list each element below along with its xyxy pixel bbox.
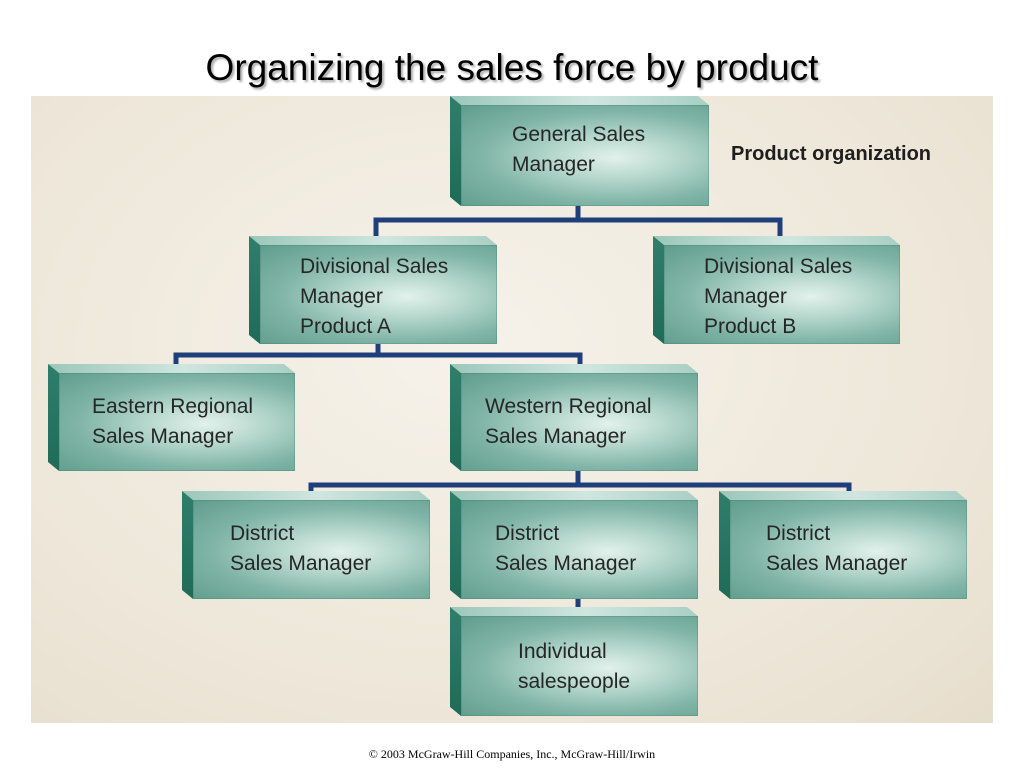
box-bevel: [182, 491, 430, 500]
node-label: District Sales Manager: [230, 519, 422, 579]
node-line: District: [230, 522, 295, 545]
node-line: District: [495, 522, 560, 545]
box-bevel: [450, 364, 698, 373]
box-edge: [719, 491, 730, 599]
box-face: [461, 373, 698, 471]
box-edge: [450, 96, 461, 206]
box-bevel: [719, 491, 967, 500]
box-bevel: [450, 607, 698, 616]
box-bevel: [249, 236, 497, 245]
edge-general-to-divisionals: [373, 203, 783, 241]
node-line: General Sales: [512, 123, 646, 146]
node-label: Western Regional Sales Manager: [485, 392, 690, 452]
box-edge: [450, 607, 461, 716]
node-line: Product A: [300, 315, 392, 338]
node-district-2: District Sales Manager: [450, 491, 698, 599]
slide-title: Organizing the sales force by product: [205, 47, 819, 88]
node-individual-salespeople: Individual salespeople: [450, 607, 698, 716]
box-face: [59, 373, 295, 471]
org-chart-panel: General Sales Manager Product organizati…: [31, 96, 993, 723]
edge-western-to-districts: [308, 469, 852, 499]
node-western-regional: Western Regional Sales Manager: [450, 364, 698, 471]
node-label: General Sales Manager: [512, 120, 701, 180]
node-line: Western Regional: [485, 395, 652, 418]
node-label: District Sales Manager: [766, 519, 959, 579]
node-line: Sales Manager: [766, 552, 908, 575]
node-line: Product B: [704, 315, 797, 338]
node-line: Divisional Sales: [704, 255, 853, 278]
box-bevel: [450, 96, 709, 105]
copyright-footer: © 2003 McGraw-Hill Companies, Inc., McGr…: [368, 747, 656, 761]
box-bevel: [653, 236, 900, 245]
node-line: salespeople: [518, 670, 631, 693]
node-label: Divisional Sales Manager Product B: [704, 252, 892, 342]
box-edge: [182, 491, 193, 599]
node-line: Sales Manager: [485, 425, 627, 448]
node-label: District Sales Manager: [495, 519, 690, 579]
node-eastern-regional: Eastern Regional Sales Manager: [48, 364, 295, 471]
box-face: [664, 245, 900, 344]
node-label: Divisional Sales Manager Product A: [300, 252, 489, 342]
diagram-label: Product organization: [731, 143, 931, 165]
box-edge: [653, 236, 664, 344]
node-line: Sales Manager: [92, 425, 234, 448]
node-divisional-product-a: Divisional Sales Manager Product A: [249, 236, 497, 344]
node-line: District: [766, 522, 831, 545]
node-line: Sales Manager: [230, 552, 372, 575]
box-face: [260, 245, 497, 344]
node-line: Manager: [300, 285, 383, 308]
box-face: [730, 500, 967, 599]
node-line: Sales Manager: [495, 552, 637, 575]
box-face: [461, 616, 698, 716]
node-label: Individual salespeople: [518, 637, 690, 697]
connector-lines: [173, 203, 852, 615]
node-line: Individual: [518, 640, 607, 663]
box-edge: [450, 364, 461, 471]
box-face: [461, 105, 709, 206]
box-edge: [450, 491, 461, 599]
node-district-1: District Sales Manager: [182, 491, 430, 599]
box-bevel: [48, 364, 295, 373]
node-divisional-product-b: Divisional Sales Manager Product B: [653, 236, 900, 344]
node-general-sales-manager: General Sales Manager: [450, 96, 709, 206]
box-bevel: [450, 491, 698, 500]
node-label: Eastern Regional Sales Manager: [92, 392, 287, 452]
node-line: Manager: [704, 285, 787, 308]
node-district-3: District Sales Manager: [719, 491, 967, 599]
edge-divisional-a-to-regionals: [173, 341, 583, 371]
box-face: [193, 500, 430, 599]
box-face: [461, 500, 698, 599]
box-edge: [249, 236, 260, 344]
box-edge: [48, 364, 59, 471]
node-line: Divisional Sales: [300, 255, 449, 278]
node-line: Eastern Regional: [92, 395, 254, 418]
node-line: Manager: [512, 153, 595, 176]
